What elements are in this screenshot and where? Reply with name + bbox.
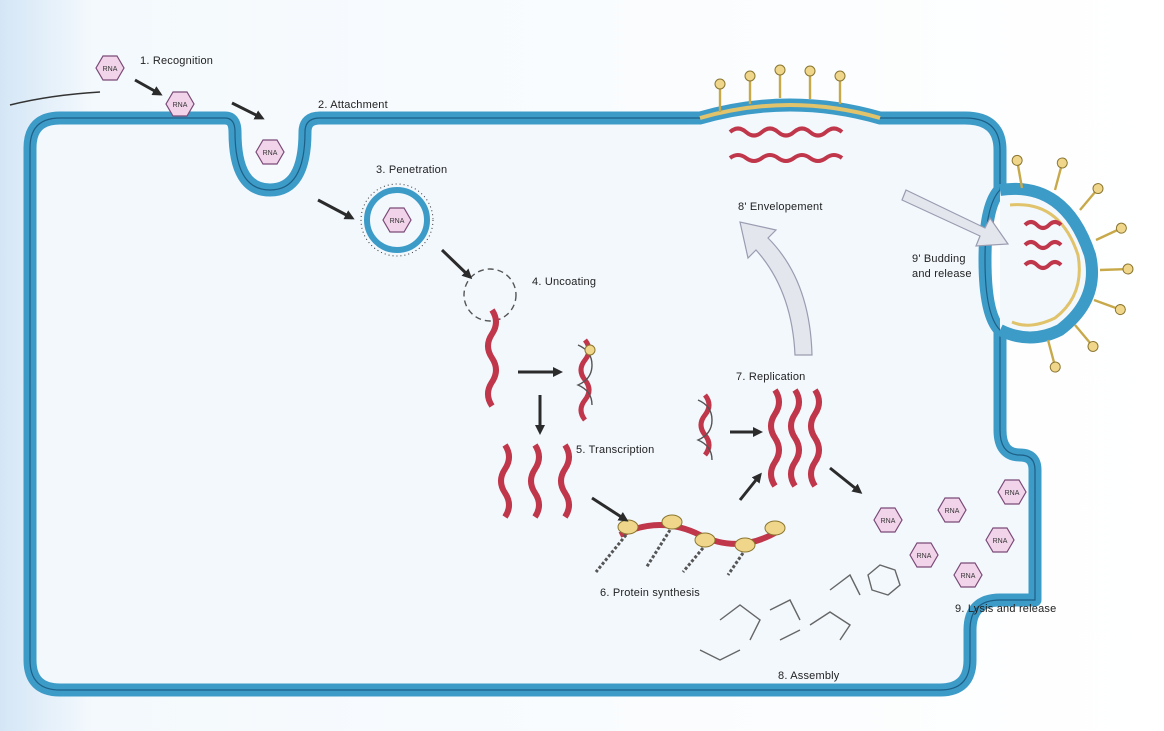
virion-label: RNA — [173, 102, 188, 109]
virion-label: RNA — [103, 66, 118, 73]
virion-label: RNA — [1005, 490, 1020, 497]
label-protein-synthesis: 6. Protein synthesis — [600, 587, 700, 599]
label-budding-release: and release — [912, 268, 972, 280]
virion-label: RNA — [993, 538, 1008, 545]
label-envelopment: 8' Envelopement — [738, 201, 823, 213]
virion-label: RNA — [881, 518, 896, 525]
cell-membrane — [30, 105, 1035, 690]
virion-label: RNA — [390, 218, 405, 225]
label-replication: 7. Replication — [736, 371, 805, 383]
label-assembly: 8. Assembly — [778, 670, 840, 682]
virion-label: RNA — [961, 573, 976, 580]
virion-label: RNA — [945, 508, 960, 515]
virion-label: RNA — [263, 150, 278, 157]
label-transcription: 5. Transcription — [576, 444, 654, 456]
label-budding: 9' Budding — [912, 253, 966, 265]
label-attachment: 2. Attachment — [318, 99, 388, 111]
label-uncoating: 4. Uncoating — [532, 276, 596, 288]
label-penetration: 3. Penetration — [376, 164, 447, 176]
virion-label: RNA — [917, 553, 932, 560]
label-lysis-release: 9. Lysis and release — [955, 603, 1056, 615]
label-recognition: 1. Recognition — [140, 55, 213, 67]
